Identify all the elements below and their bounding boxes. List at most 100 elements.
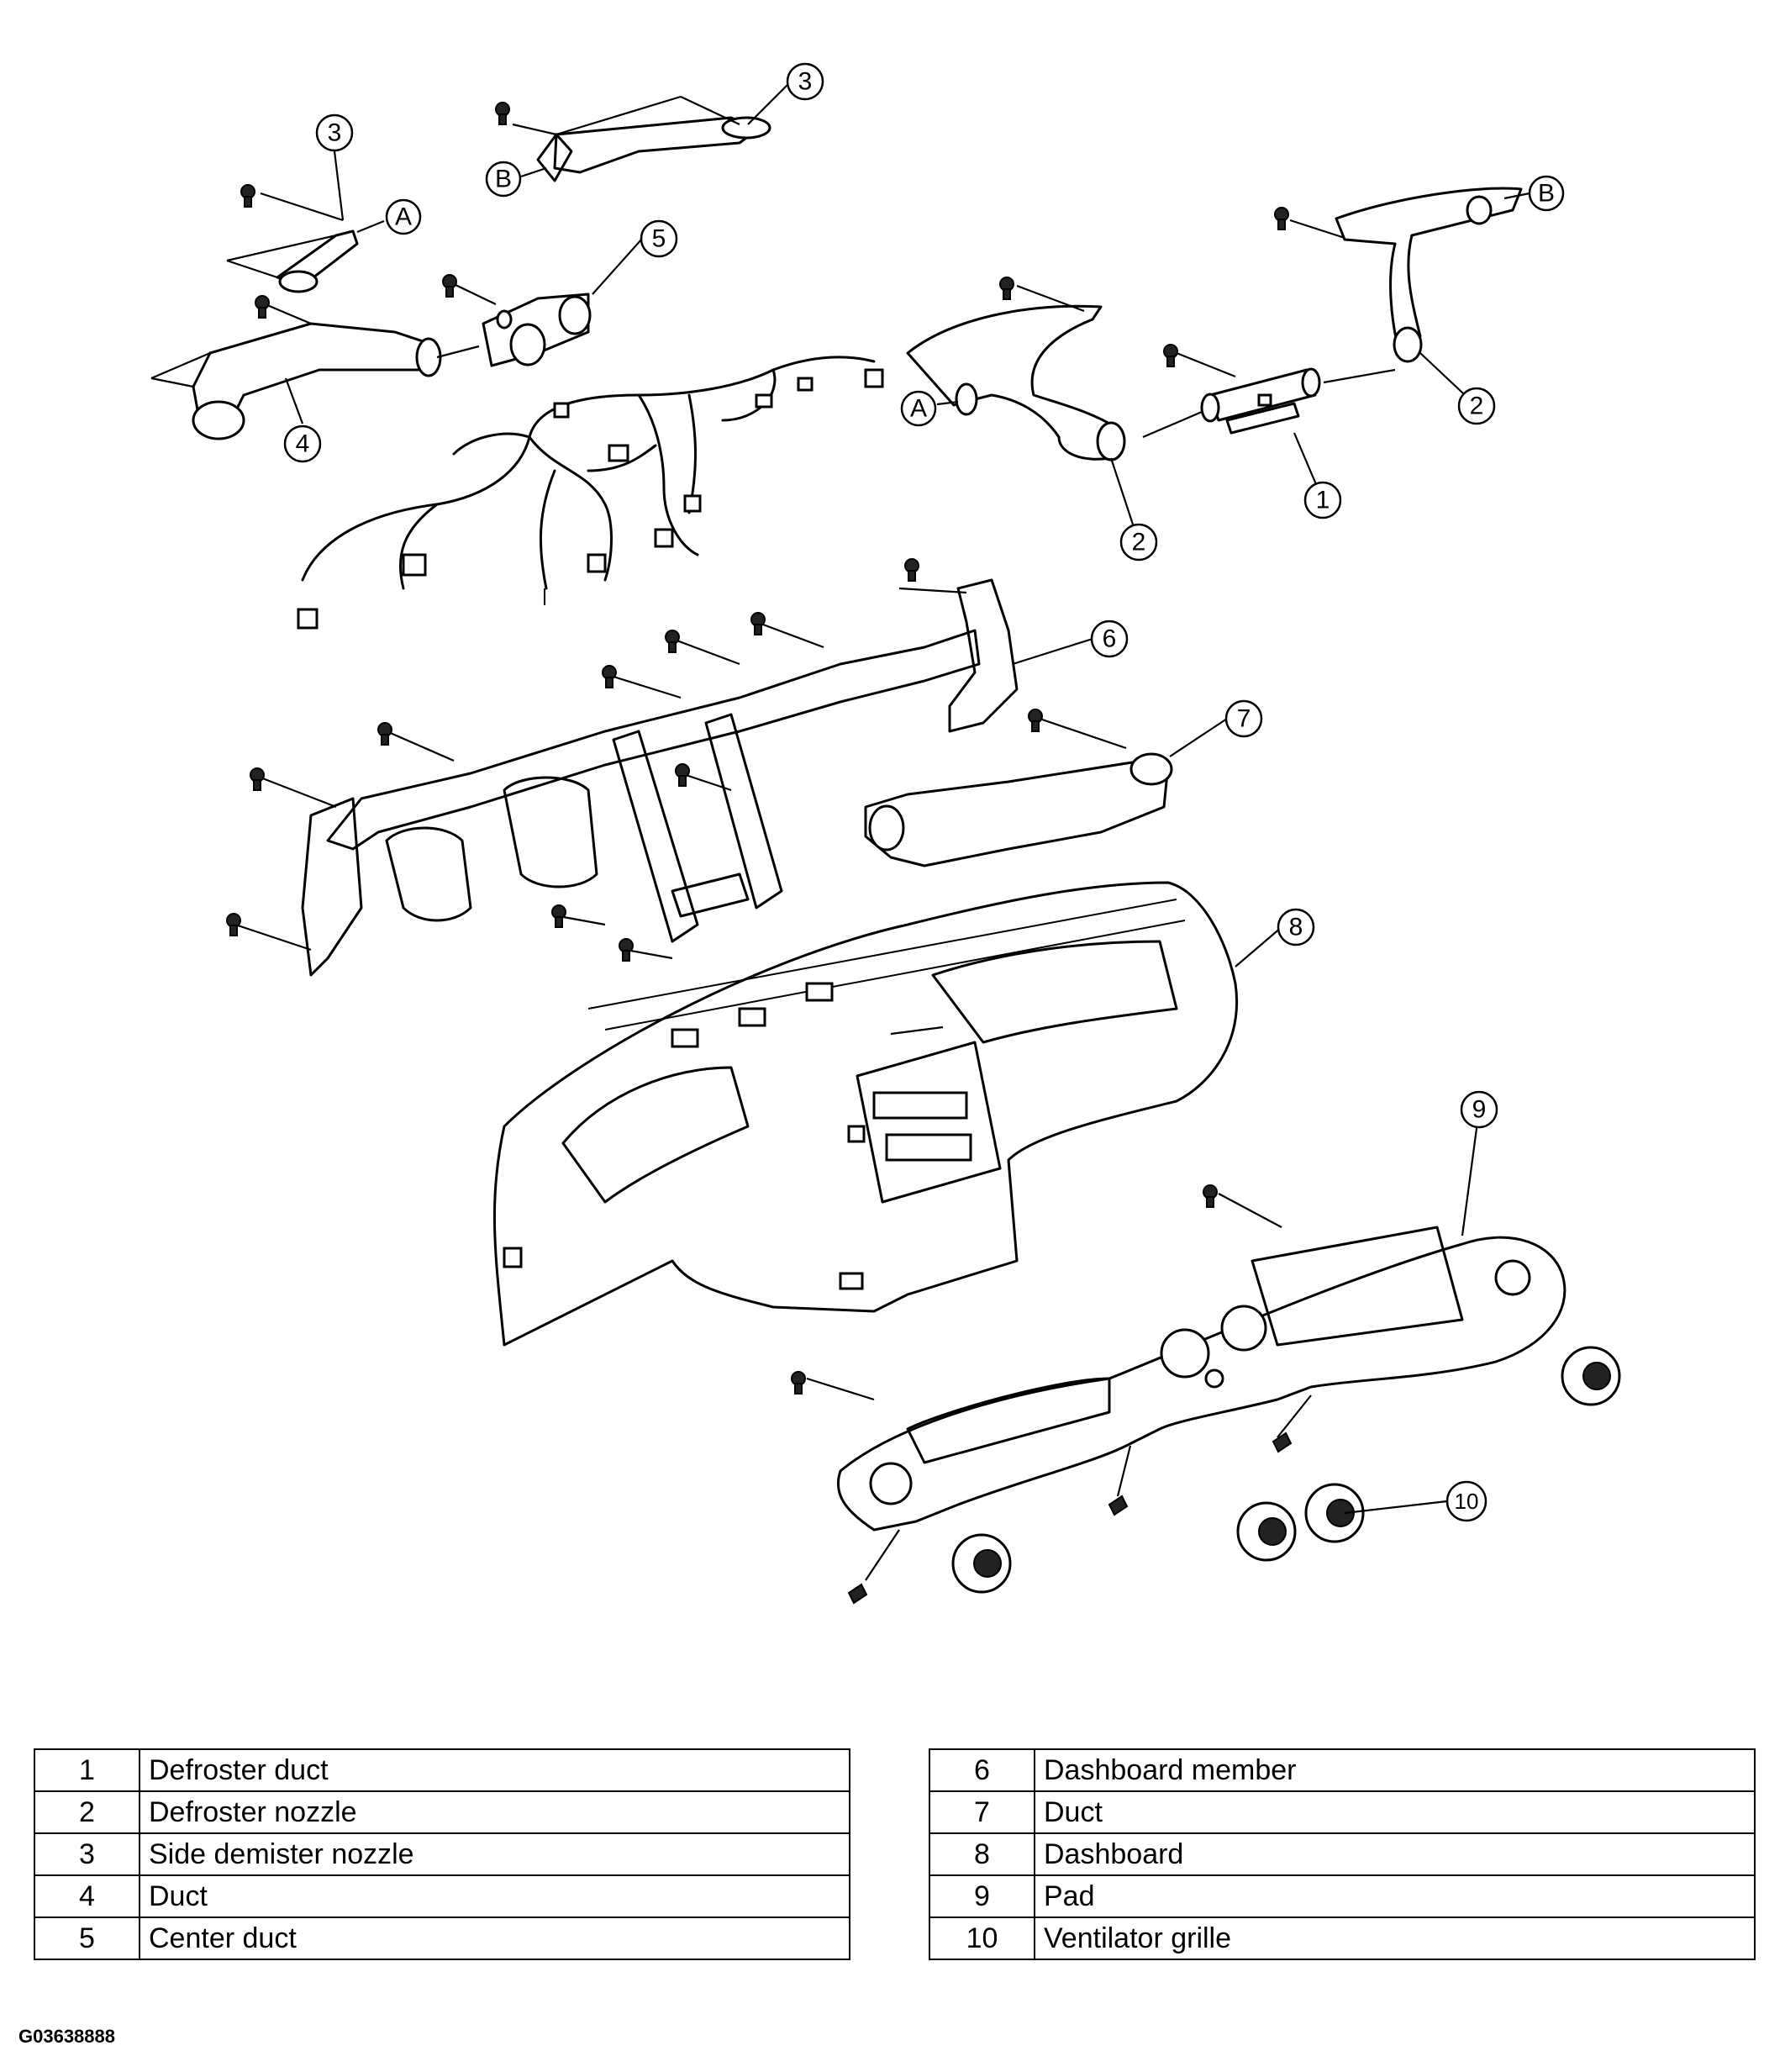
bolt-icon <box>619 938 634 962</box>
svg-text:A: A <box>395 203 412 231</box>
legend-part-name: Defroster nozzle <box>139 1790 850 1834</box>
bolt-icon <box>665 630 680 653</box>
callout-10: 10 <box>1445 1480 1488 1522</box>
legend-number: 5 <box>34 1916 140 1960</box>
svg-text:1: 1 <box>1316 487 1330 514</box>
legend-number: 3 <box>34 1832 140 1876</box>
side-demister-nozzle-top <box>512 95 771 182</box>
bolt-icon <box>226 913 241 936</box>
pad-9 <box>806 1193 1566 1581</box>
legend-part-name: Side demister nozzle <box>139 1832 850 1876</box>
legend-part-name: Dashboard member <box>1034 1748 1756 1792</box>
legend-number: 6 <box>929 1748 1035 1792</box>
legend-part-name: Duct <box>1034 1790 1756 1834</box>
bolt-icon <box>1203 1184 1218 1208</box>
side-demister-nozzle-left <box>226 192 359 293</box>
bolt-icon <box>442 274 457 298</box>
bolt-icon <box>255 295 270 319</box>
bolt-icon <box>1274 207 1289 230</box>
legend-number: 8 <box>929 1832 1035 1876</box>
legend-number: 2 <box>34 1790 140 1834</box>
svg-text:A: A <box>910 395 927 423</box>
svg-text:8: 8 <box>1289 914 1303 941</box>
legend-part-name: Dashboard <box>1034 1832 1756 1876</box>
bolt-icon <box>1028 709 1043 732</box>
figure-code: G03638888 <box>18 2026 115 2047</box>
duct-4 <box>150 303 442 440</box>
svg-text:7: 7 <box>1237 705 1251 733</box>
svg-text:4: 4 <box>296 430 310 458</box>
svg-text:5: 5 <box>652 225 666 253</box>
bolt-icon <box>791 1371 806 1395</box>
legend-part-name: Ventilator grille <box>1034 1916 1756 1960</box>
svg-text:2: 2 <box>1132 529 1146 556</box>
ventilator-grille <box>1561 1346 1621 1406</box>
callout-8: 8 <box>1277 908 1315 946</box>
svg-text:2: 2 <box>1470 393 1484 420</box>
legend-number: 4 <box>34 1874 140 1918</box>
bolt-icon <box>750 612 766 635</box>
callout-6: 6 <box>1090 619 1129 658</box>
ventilator-grille <box>951 1533 1012 1594</box>
callout-7: 7 <box>1224 699 1263 738</box>
defroster-nozzle-left <box>906 284 1126 461</box>
svg-text:B: B <box>1538 180 1555 208</box>
bolt-icon <box>495 102 510 125</box>
bolt-icon <box>377 722 392 746</box>
wiring-harness <box>297 356 884 630</box>
duct-7 <box>864 718 1173 867</box>
legend-number: 10 <box>929 1916 1035 1960</box>
reference-b-right: B <box>1528 175 1565 212</box>
legend-number: 9 <box>929 1874 1035 1918</box>
callout-1: 1 <box>1303 481 1342 519</box>
svg-text:B: B <box>495 166 512 193</box>
reference-a-right: A <box>900 390 937 427</box>
callout-2b: 2 <box>1457 387 1496 425</box>
bolt-icon <box>1163 344 1178 367</box>
legend-number: 1 <box>34 1748 140 1792</box>
legend-part-name: Defroster duct <box>139 1748 850 1792</box>
center-duct-5 <box>436 283 592 367</box>
reference-b-top: B <box>485 161 522 198</box>
legend-number: 7 <box>929 1790 1035 1834</box>
svg-text:9: 9 <box>1472 1096 1487 1124</box>
bolt-icon <box>250 767 265 791</box>
dashboard-8 <box>492 881 1238 1347</box>
exploded-view-diagram: 1 2 2 3 3 4 5 6 7 8 9 10 A A B B <box>150 62 1621 1605</box>
svg-text:10: 10 <box>1455 1489 1479 1514</box>
clip-icon <box>1108 1495 1129 1516</box>
bolt-icon <box>240 184 255 208</box>
svg-text:6: 6 <box>1103 625 1117 653</box>
svg-text:3: 3 <box>328 119 342 147</box>
clip-icon <box>847 1583 868 1605</box>
callout-5: 5 <box>640 219 678 258</box>
clip-icon <box>1272 1431 1293 1453</box>
bolt-icon <box>904 558 919 582</box>
defroster-nozzle-right <box>1289 187 1523 363</box>
callout-2a: 2 <box>1119 523 1158 561</box>
bolt-icon <box>999 277 1014 300</box>
callout-4: 4 <box>283 424 322 463</box>
bolt-icon <box>602 665 617 688</box>
callout-3b: 3 <box>315 113 354 152</box>
legend-part-name: Duct <box>139 1874 850 1918</box>
ventilator-grille <box>1236 1501 1297 1562</box>
bolt-icon <box>551 904 566 928</box>
dashboard-member-6 <box>234 578 1019 977</box>
legend-part-name: Center duct <box>139 1916 850 1960</box>
legend-part-name: Pad <box>1034 1874 1756 1918</box>
bolt-icon <box>675 763 690 787</box>
callout-9: 9 <box>1460 1090 1498 1129</box>
